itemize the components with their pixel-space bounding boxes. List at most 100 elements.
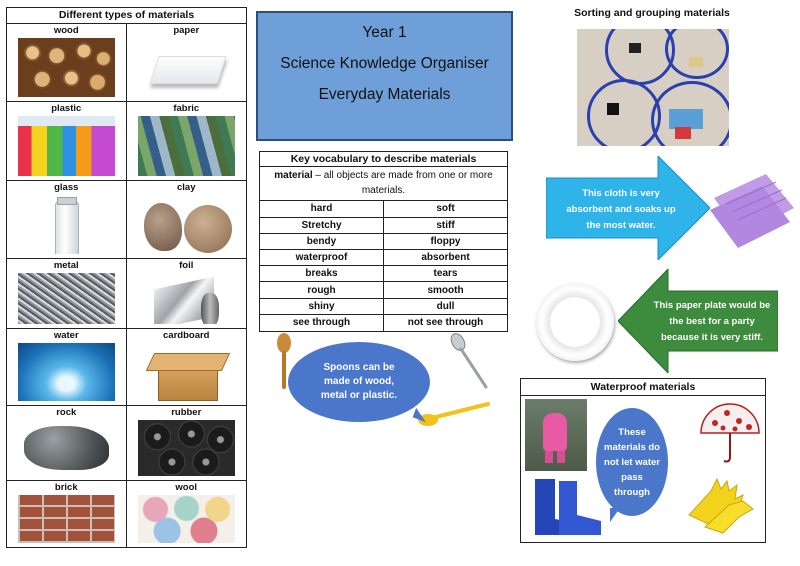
water-image <box>18 343 115 401</box>
waterproof-title: Waterproof materials <box>521 379 765 396</box>
material-label: clay <box>177 182 196 193</box>
sorting-hoop <box>665 29 729 79</box>
waterproof-panel: Waterproof materials <box>520 378 766 543</box>
material-label: water <box>53 330 79 341</box>
material-cell-cardboard: cardboard <box>126 329 246 406</box>
vocabulary-table: Key vocabulary to describe materials mat… <box>259 151 508 332</box>
vocab-word: shiny <box>260 298 384 315</box>
sorting-hoop <box>587 79 661 146</box>
year-heading: Year 1 <box>362 24 407 41</box>
cloth-image <box>710 174 794 248</box>
sorting-object <box>675 127 691 139</box>
materials-grid: wood paper plastic fabric glass clay met… <box>7 24 246 547</box>
materials-panel: Different types of materials wood paper … <box>6 7 247 548</box>
vocab-word: see through <box>260 314 384 331</box>
boot-shape <box>545 451 553 463</box>
material-cell-metal: metal <box>7 259 127 329</box>
sorting-hoop <box>605 29 675 85</box>
vocab-word: not see through <box>407 317 484 329</box>
topic-heading: Everyday Materials <box>318 86 451 103</box>
metal-image <box>18 273 115 324</box>
material-cell-water: water <box>7 329 127 406</box>
material-cell-fabric: fabric <box>126 102 246 181</box>
paper-image <box>137 38 235 97</box>
material-label: fabric <box>173 103 200 114</box>
spoons-speech-bubble: Spoons can be made of wood, metal or pla… <box>288 342 430 422</box>
raincoat-shape <box>543 413 567 451</box>
vocab-word: tears <box>383 265 507 283</box>
vocab-word: rough <box>260 281 384 299</box>
foil-image <box>137 273 235 324</box>
boot-shape <box>557 451 565 463</box>
cloth-arrow-text: This cloth is very absorbent and soaks u… <box>566 188 676 231</box>
clay-image <box>137 195 235 254</box>
plate-arrow <box>618 269 778 373</box>
sorting-object <box>689 57 703 67</box>
material-cell-clay: clay <box>126 181 246 259</box>
material-cell-wood: wood <box>7 24 127 102</box>
vocab-word: dull <box>383 298 507 315</box>
rubber-image <box>137 420 235 476</box>
material-label: rubber <box>171 407 202 418</box>
material-label: rock <box>56 407 77 418</box>
vocab-word: hard <box>260 201 384 218</box>
material-cell-plastic: plastic <box>7 102 127 181</box>
material-label: paper <box>173 25 200 36</box>
material-label: foil <box>179 260 194 271</box>
paper-plate-image <box>536 283 614 361</box>
material-label: plastic <box>51 103 82 114</box>
vocab-word: soft <box>383 201 507 218</box>
definition-term: material <box>274 170 313 181</box>
material-cell-paper: paper <box>126 24 246 102</box>
vocab-word: floppy <box>383 233 507 251</box>
vocab-word: breaks <box>260 265 384 283</box>
waterproof-bubble-text: These materials do not let water pass th… <box>604 426 660 498</box>
material-label: glass <box>54 182 79 193</box>
waterproof-speech-bubble: These materials do not let water pass th… <box>596 408 668 522</box>
wood-image <box>18 38 115 97</box>
material-cell-wool: wool <box>127 481 247 547</box>
sorting-object <box>669 109 703 129</box>
material-cell-rock: rock <box>7 406 127 481</box>
vocab-word: bendy <box>260 233 384 251</box>
vocab-word: Stretchy <box>260 217 384 234</box>
material-label: metal <box>53 260 79 271</box>
vocab-word: stiff <box>383 217 507 234</box>
vocab-row: see through not see through <box>260 314 507 331</box>
sorting-title: Sorting and grouping materials <box>574 7 730 19</box>
glass-image <box>18 195 115 254</box>
spoons-text: Spoons can be made of wood, metal or pla… <box>320 362 398 401</box>
material-cell-glass: glass <box>7 181 127 259</box>
wool-image <box>137 495 235 543</box>
material-cell-rubber: rubber <box>126 406 246 481</box>
material-label: wool <box>175 482 198 493</box>
vocab-word: smooth <box>383 281 507 299</box>
brick-image <box>18 495 115 543</box>
cloth-arrow <box>546 156 710 260</box>
vocabulary-title: Key vocabulary to describe materials <box>260 152 507 167</box>
material-label: wood <box>53 25 79 36</box>
rock-image <box>18 420 115 476</box>
rain-child-image <box>525 399 587 471</box>
rubber-gloves-image <box>688 477 754 534</box>
vocab-word: absorbent <box>383 249 507 267</box>
sorting-hoop <box>651 81 729 146</box>
organiser-heading: Science Knowledge Organiser <box>280 55 489 72</box>
sorting-object <box>607 103 619 115</box>
plate-arrow-text: This paper plate would be the best for a… <box>653 300 771 343</box>
definition-text: – all objects are made from one or more … <box>312 170 493 196</box>
sorting-photo <box>577 29 729 146</box>
material-label: brick <box>54 482 78 493</box>
metal-spoon-icon <box>450 333 488 389</box>
material-definition: material – all objects are made from one… <box>260 167 507 201</box>
fabric-image <box>137 116 235 176</box>
material-cell-foil: foil <box>126 259 246 329</box>
